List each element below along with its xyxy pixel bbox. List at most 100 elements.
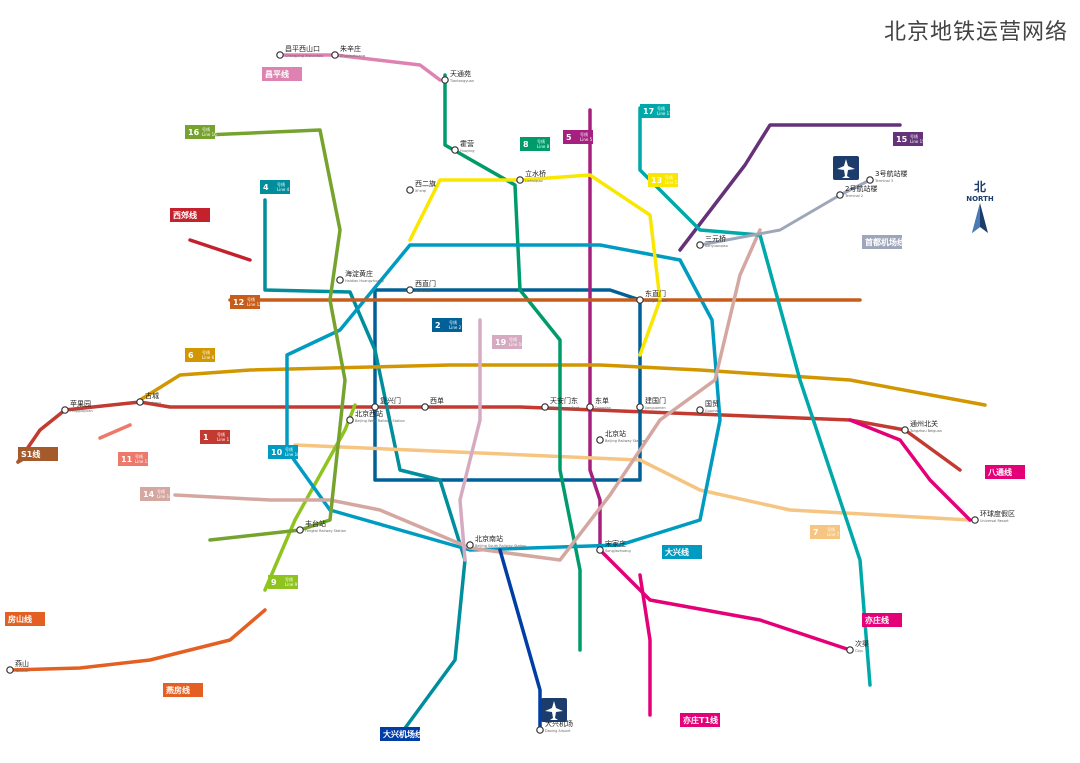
line-badge-label: 亦庄线: [865, 615, 889, 625]
station-name-en: Beijing South Railway Station: [475, 544, 526, 548]
station-marker[interactable]: [696, 241, 704, 249]
station-name: 环球度假区: [980, 509, 1015, 518]
station-marker[interactable]: [541, 403, 549, 411]
map-title: 北京地铁运营网络: [883, 20, 1068, 45]
station-marker[interactable]: [61, 406, 69, 414]
line-badge-label: 5: [566, 133, 572, 142]
line-badge-ys[interactable]: 燕房线: [163, 683, 203, 697]
line-badge-yz[interactable]: 亦庄线: [862, 613, 902, 627]
station-marker[interactable]: [451, 146, 459, 154]
line-path-17: [638, 106, 872, 687]
station-marker[interactable]: [536, 726, 544, 734]
line-badge-fs[interactable]: 房山线: [5, 612, 45, 626]
station-marker[interactable]: [441, 76, 449, 84]
station-markers: [6, 51, 979, 734]
station-marker[interactable]: [836, 191, 844, 199]
station-marker[interactable]: [696, 406, 704, 414]
station-marker[interactable]: [596, 436, 604, 444]
airplane-icon: [541, 698, 567, 722]
station-marker[interactable]: [331, 51, 339, 59]
airplane-icon: [833, 156, 859, 180]
station-name-en: Pingguoyuan: [70, 409, 93, 413]
station-marker[interactable]: [596, 546, 604, 554]
line-path-13: [408, 173, 662, 357]
station-marker[interactable]: [846, 646, 854, 654]
station-name-en: Ciqu: [855, 649, 863, 653]
station-marker[interactable]: [901, 426, 909, 434]
line-badge-suffix: 号线: [449, 319, 457, 325]
compass: 北 NORTH: [960, 178, 1000, 241]
line-badge-yzt1[interactable]: 亦庄T1线: [680, 713, 720, 727]
station-name: 大兴机场: [545, 719, 573, 728]
station-marker[interactable]: [296, 526, 304, 534]
line-badge-suffix: 号线: [202, 126, 210, 132]
line-badge-cp[interactable]: 昌平线: [262, 67, 302, 81]
station-marker[interactable]: [276, 51, 284, 59]
line-badge-s1[interactable]: S1线: [18, 447, 58, 461]
station-name-en: Sanyuanqiao: [705, 244, 728, 248]
station-marker[interactable]: [586, 403, 594, 411]
line-paths: [8, 53, 987, 737]
station-marker[interactable]: [406, 286, 414, 294]
line-path-sd: [698, 178, 872, 247]
station-marker[interactable]: [406, 186, 414, 194]
line-badge-label: S1线: [21, 449, 40, 459]
line-badge-sd[interactable]: 首都机场线: [862, 235, 905, 249]
line-path-19: [458, 318, 482, 562]
line-badge-bt[interactable]: 八通线: [985, 465, 1025, 479]
station-marker[interactable]: [971, 516, 979, 524]
station-marker[interactable]: [516, 176, 524, 184]
station-name: 2号航站楼: [845, 184, 877, 193]
line-badge-xj[interactable]: 西郊线: [170, 208, 210, 222]
line-badge-suffix: 号线: [665, 174, 673, 180]
station-marker[interactable]: [866, 176, 874, 184]
line-badge-label: 6: [188, 351, 194, 360]
line-badge-dx[interactable]: 大兴机场线: [380, 727, 423, 741]
station-name: 西二旗: [415, 179, 436, 188]
station-name-en: Terminal 2: [844, 194, 863, 198]
line-path-9: [263, 403, 357, 592]
station-marker[interactable]: [466, 541, 474, 549]
line-path-5: [588, 108, 602, 552]
station-marker[interactable]: [371, 403, 379, 411]
station-name: 燕山: [15, 659, 29, 668]
line-badge-suffix: 号线: [285, 446, 293, 452]
station-marker[interactable]: [136, 398, 144, 406]
line-badge-label: 19: [495, 338, 507, 347]
line-badge-suffix: 号线: [285, 576, 293, 582]
line-badge-suffix: 号线: [202, 349, 210, 355]
station-marker[interactable]: [421, 403, 429, 411]
station-marker[interactable]: [636, 296, 644, 304]
station-name: 霍营: [460, 139, 474, 148]
line-badge-dxl[interactable]: 大兴线: [662, 545, 702, 559]
station-name-en: Universal Resort: [980, 519, 1009, 523]
station-marker[interactable]: [346, 416, 354, 424]
station-marker[interactable]: [6, 666, 14, 674]
station-name-en: Tongzhou Beiguan: [909, 429, 942, 433]
line-badge-label: 房山线: [8, 614, 32, 624]
station-name-en: Haidian Huangzhuang: [345, 279, 384, 283]
station-marker[interactable]: [336, 276, 344, 284]
station-name-en: Xi'erqi: [415, 189, 426, 193]
station-name-en: Beijing Railway Station: [605, 439, 645, 443]
station-marker[interactable]: [636, 403, 644, 411]
station-name: 海淀黄庄: [345, 269, 373, 278]
